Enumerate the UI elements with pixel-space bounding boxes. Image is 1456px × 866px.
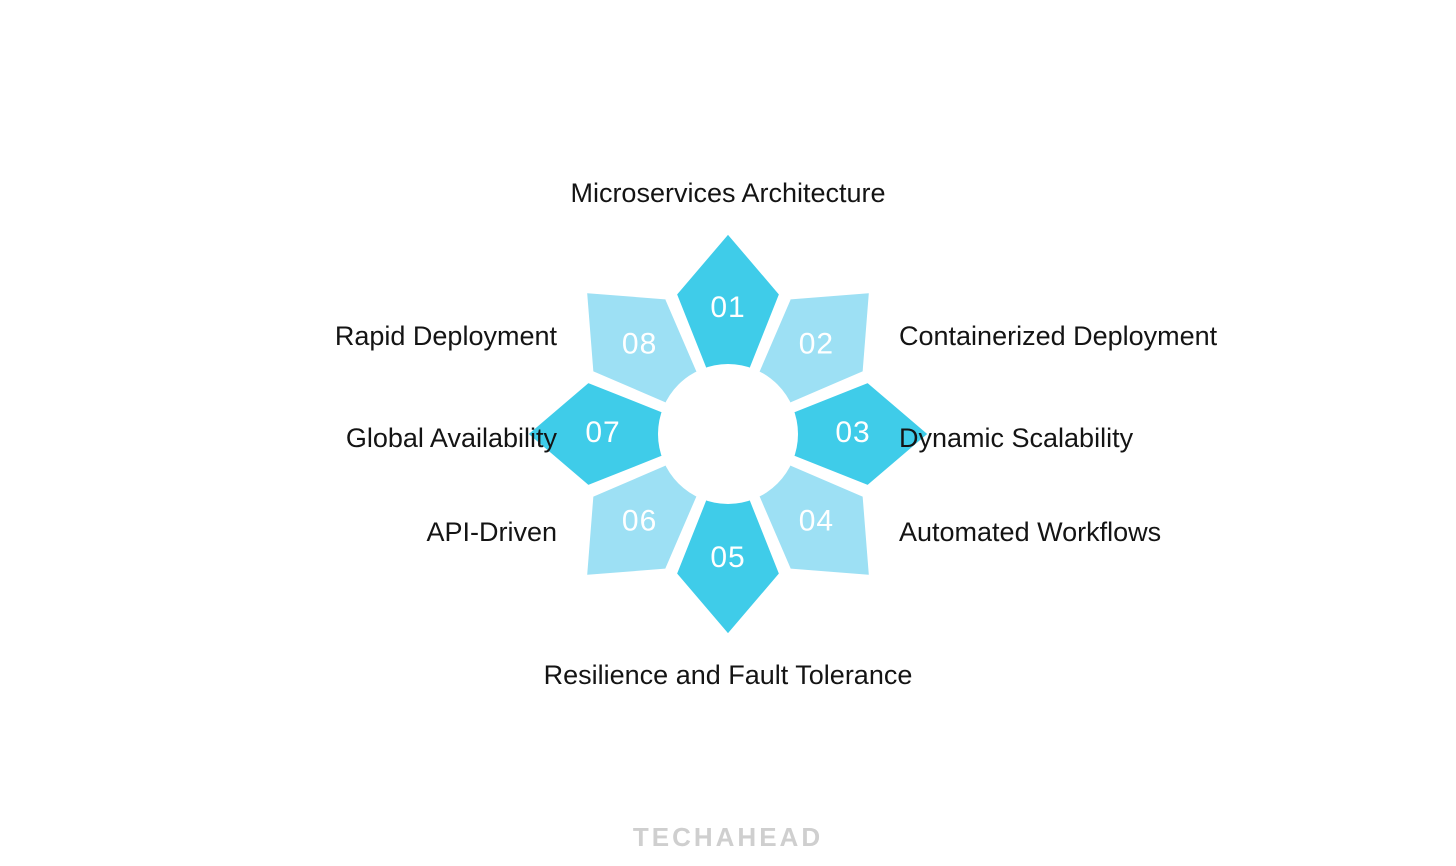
petal-number-02: 02 — [799, 328, 834, 361]
petal-label-01: Microservices Architecture — [570, 178, 886, 208]
petal-label-04: Automated Workflows — [899, 517, 1162, 547]
petal-label-03: Dynamic Scalability — [899, 423, 1134, 453]
center-hole — [658, 364, 798, 504]
petal-number-01: 01 — [710, 291, 745, 324]
petal-label-05: Resilience and Fault Tolerance — [543, 660, 913, 690]
petal-number-03: 03 — [835, 416, 870, 449]
petal-number-06: 06 — [622, 504, 657, 537]
petal-number-04: 04 — [799, 504, 834, 537]
petal-label-07: Global Availability — [345, 423, 557, 453]
petal-group — [522, 228, 934, 640]
petal-label-08: Rapid Deployment — [334, 321, 557, 351]
petal-number-group: 01 02 03 04 05 06 07 08 — [585, 291, 870, 574]
petal-number-08: 08 — [622, 328, 657, 361]
petal-label-06: API-Driven — [426, 517, 557, 547]
brand-watermark: TECHAHEAD — [632, 822, 824, 852]
petal-number-07: 07 — [585, 416, 620, 449]
petal-label-02: Containerized Deployment — [899, 321, 1218, 351]
petal-number-05: 05 — [710, 541, 745, 574]
